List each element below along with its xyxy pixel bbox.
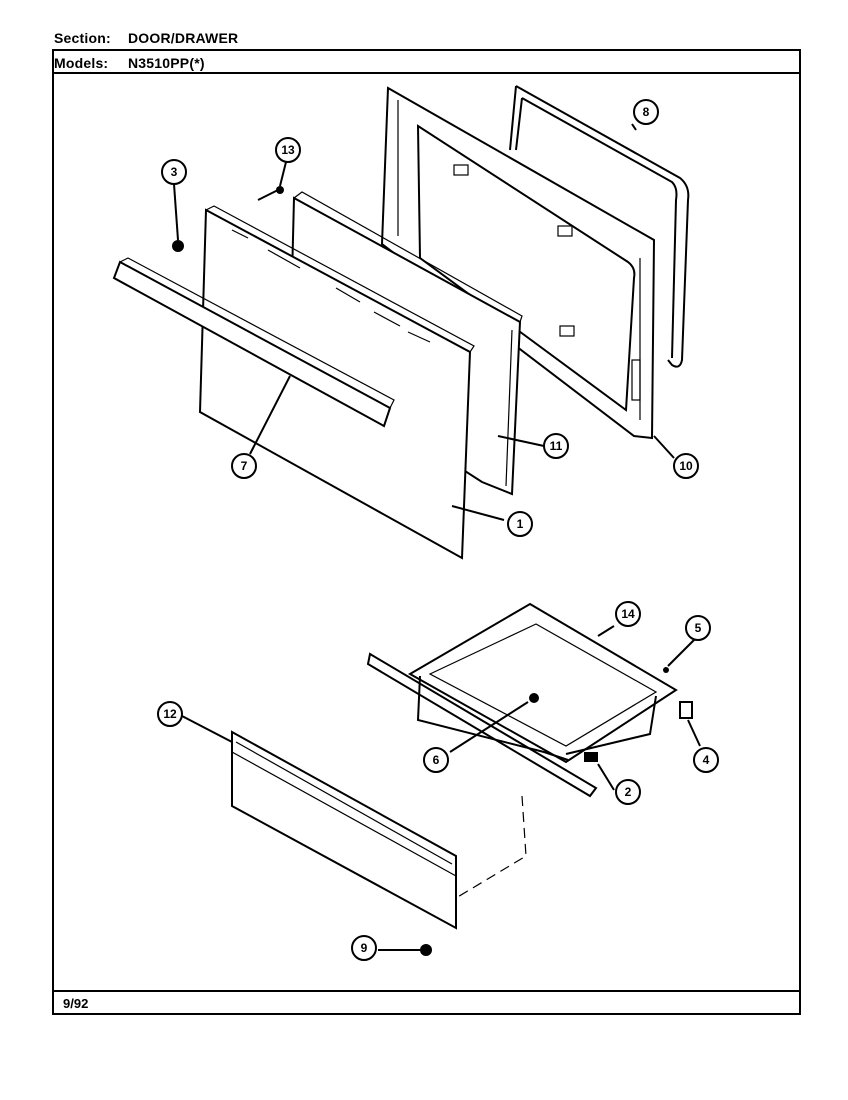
callout-14: 14	[615, 601, 641, 627]
callout-5-label: 5	[695, 621, 702, 635]
drawer-rivet	[529, 693, 539, 703]
callout-13-label: 13	[281, 143, 295, 157]
callout-8-label: 8	[643, 105, 650, 119]
door-screw	[257, 189, 279, 201]
section-value: DOOR/DRAWER	[128, 30, 239, 46]
callout-5: 5	[685, 615, 711, 641]
diagram-frame	[52, 49, 801, 1015]
door-gasket	[509, 85, 690, 368]
handle-screw	[172, 240, 184, 252]
callout-2-label: 2	[625, 785, 632, 799]
callout-9-label: 9	[361, 941, 368, 955]
callout-2: 2	[615, 779, 641, 805]
callout-10: 10	[673, 453, 699, 479]
callout-7-label: 7	[241, 459, 248, 473]
callout-3: 3	[161, 159, 187, 185]
callout-12: 12	[157, 701, 183, 727]
models-value: N3510PP(*)	[128, 55, 205, 71]
callout-9: 9	[351, 935, 377, 961]
footer-date: 9/92	[63, 996, 89, 1011]
assembly-line	[455, 795, 527, 899]
drawer-front-fastener	[420, 944, 432, 956]
callout-8: 8	[633, 99, 659, 125]
callout-11: 11	[543, 433, 569, 459]
section-label: Section:	[54, 30, 111, 46]
drawer-screw	[663, 667, 669, 673]
callout-10-label: 10	[679, 459, 693, 473]
inner-door-frame	[380, 86, 656, 440]
callout-4: 4	[693, 747, 719, 773]
callout-11-label: 11	[550, 439, 563, 453]
leader-lines	[173, 123, 701, 951]
callout-1: 1	[507, 511, 533, 537]
drawer-glide	[584, 752, 598, 762]
door-handle	[112, 257, 395, 428]
callout-4-label: 4	[703, 753, 710, 767]
callout-7: 7	[231, 453, 257, 479]
section-heading: Section: DOOR/DRAWER	[54, 30, 238, 46]
callout-12-label: 12	[163, 707, 177, 721]
callout-14-label: 14	[621, 607, 635, 621]
callout-6: 6	[423, 747, 449, 773]
models-heading: Models: N3510PP(*)	[54, 55, 205, 71]
callout-1-label: 1	[517, 517, 524, 531]
drawer-stop	[679, 701, 693, 719]
footer-divider	[52, 990, 801, 992]
drawer-front	[231, 730, 457, 930]
drawer-body	[366, 602, 678, 798]
callout-13: 13	[275, 137, 301, 163]
callout-3-label: 3	[171, 165, 178, 179]
callout-6-label: 6	[433, 753, 440, 767]
header-divider	[52, 72, 801, 74]
models-label: Models:	[54, 55, 109, 71]
